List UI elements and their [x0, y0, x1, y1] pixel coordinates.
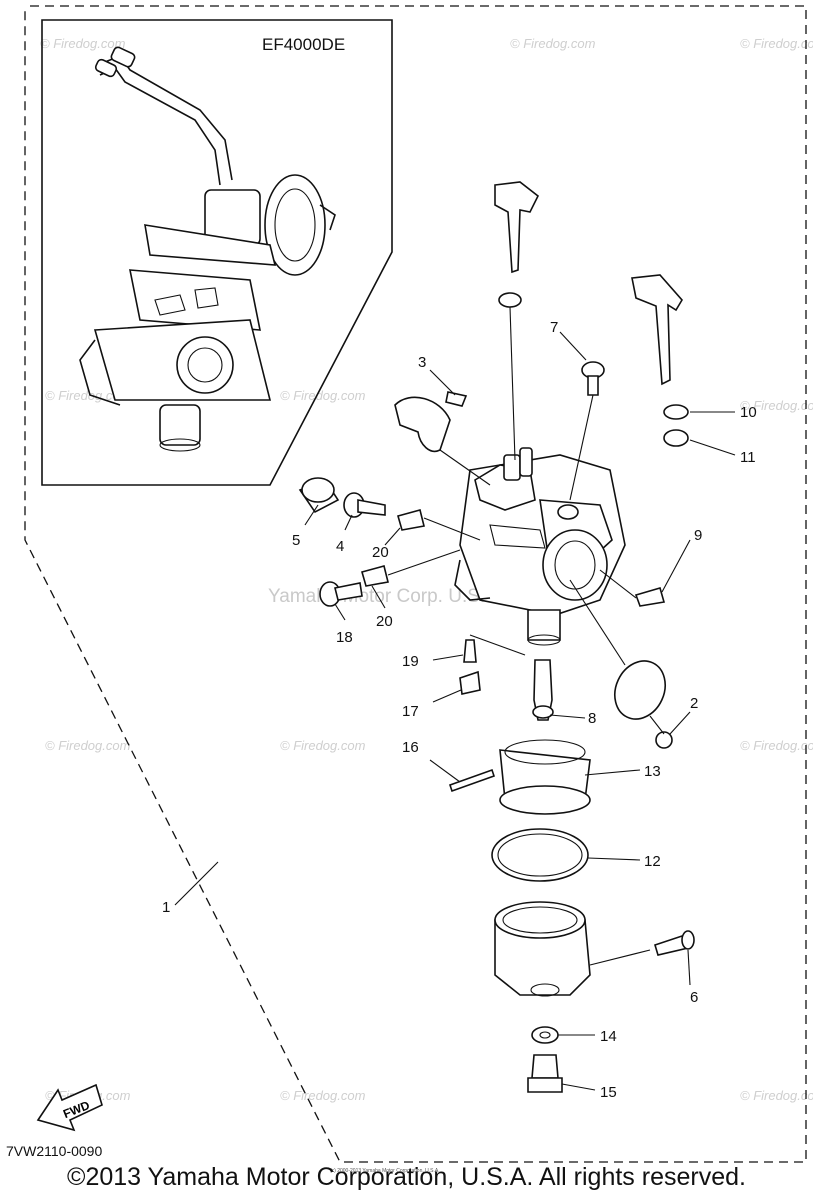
float-part-13: [499, 739, 591, 815]
fwd-arrow-icon: FWD: [36, 1083, 103, 1132]
callout-1: 1: [162, 899, 170, 916]
diagram-code: 7VW2110-0090: [6, 1143, 103, 1159]
callout-19: 19: [402, 653, 419, 670]
cover-plate: [394, 391, 491, 486]
screw-part-4: [343, 492, 386, 518]
callout-20-upper: 20: [372, 544, 389, 561]
callout-13: 13: [644, 763, 661, 780]
washer-part-14: [531, 1026, 559, 1044]
watermark: © Firedog.com: [740, 398, 813, 413]
carburetor-body: [454, 447, 626, 646]
callout-5: 5: [292, 532, 300, 549]
watermark: © Firedog.com: [510, 36, 596, 51]
watermark: © Firedog.com: [40, 36, 126, 51]
watermark: © Firedog.com: [280, 388, 366, 403]
bolt-part-15: [527, 1054, 563, 1093]
callout-12: 12: [644, 853, 661, 870]
needle-part-19: [463, 634, 526, 663]
plate-part-2: [569, 579, 673, 749]
spring-part-20-upper: [397, 509, 481, 541]
callout-6: 6: [690, 989, 698, 1006]
leader-lines: [174, 331, 736, 1091]
callout-11: 11: [740, 449, 756, 466]
watermark: © Firedog.com: [740, 1088, 813, 1103]
callout-2: 2: [690, 695, 698, 712]
cap-part-5: [298, 477, 340, 514]
watermark: © Firedog.com: [45, 738, 131, 753]
callout-7: 7: [550, 319, 558, 336]
watermark: © Firedog.com: [740, 36, 813, 51]
watermark: © Firedog.com: [45, 388, 131, 403]
callout-15: 15: [600, 1084, 617, 1101]
watermark: © Firedog.com: [280, 738, 366, 753]
callout-4: 4: [336, 538, 344, 555]
tiny-note: (c) 2000-2013 Yamaha Motor Corporation, …: [330, 1168, 440, 1174]
watermark: © Firedog.com: [280, 1088, 366, 1103]
inset-carburetor-drawing: [79, 46, 336, 452]
screw-part-9: [599, 569, 666, 607]
watermarks: © Firedog.com © Firedog.com © Firedog.co…: [40, 36, 813, 1103]
float-bowl: [494, 901, 591, 997]
callout-14: 14: [600, 1028, 617, 1045]
clip-part-17: [459, 670, 481, 695]
throttle-shaft: [494, 181, 540, 461]
screw-part-18: [319, 581, 363, 607]
choke-shaft: [631, 274, 689, 447]
callout-18: 18: [336, 629, 353, 646]
callouts: 1 2 3 4 5 6 7 8 9 10 11 12 13 14 15 16 1…: [162, 319, 757, 1101]
model-label: EF4000DE: [262, 35, 345, 54]
jet-part-8: [532, 659, 554, 721]
callout-16: 16: [402, 739, 419, 756]
callout-17: 17: [402, 703, 419, 720]
callout-3: 3: [418, 354, 426, 371]
gasket-part-12: [491, 828, 589, 882]
callout-9: 9: [694, 527, 702, 544]
screw-part-6: [654, 930, 695, 956]
screw-part-7: [569, 361, 605, 501]
callout-10: 10: [740, 404, 757, 421]
spring-part-20-lower: [361, 549, 461, 587]
ef4000de-inset: EF4000DE: [41, 19, 393, 486]
watermark: © Firedog.com: [740, 738, 813, 753]
callout-8: 8: [588, 710, 596, 727]
callout-20-lower: 20: [376, 613, 393, 630]
assembly-boundary: [24, 5, 807, 1163]
pin-part-16: [448, 768, 496, 793]
center-watermark: Yamaha Motor Corp. U.S.A.: [268, 586, 503, 607]
copyright-text: ©2013 Yamaha Motor Corporation, U.S.A. A…: [67, 1163, 746, 1191]
